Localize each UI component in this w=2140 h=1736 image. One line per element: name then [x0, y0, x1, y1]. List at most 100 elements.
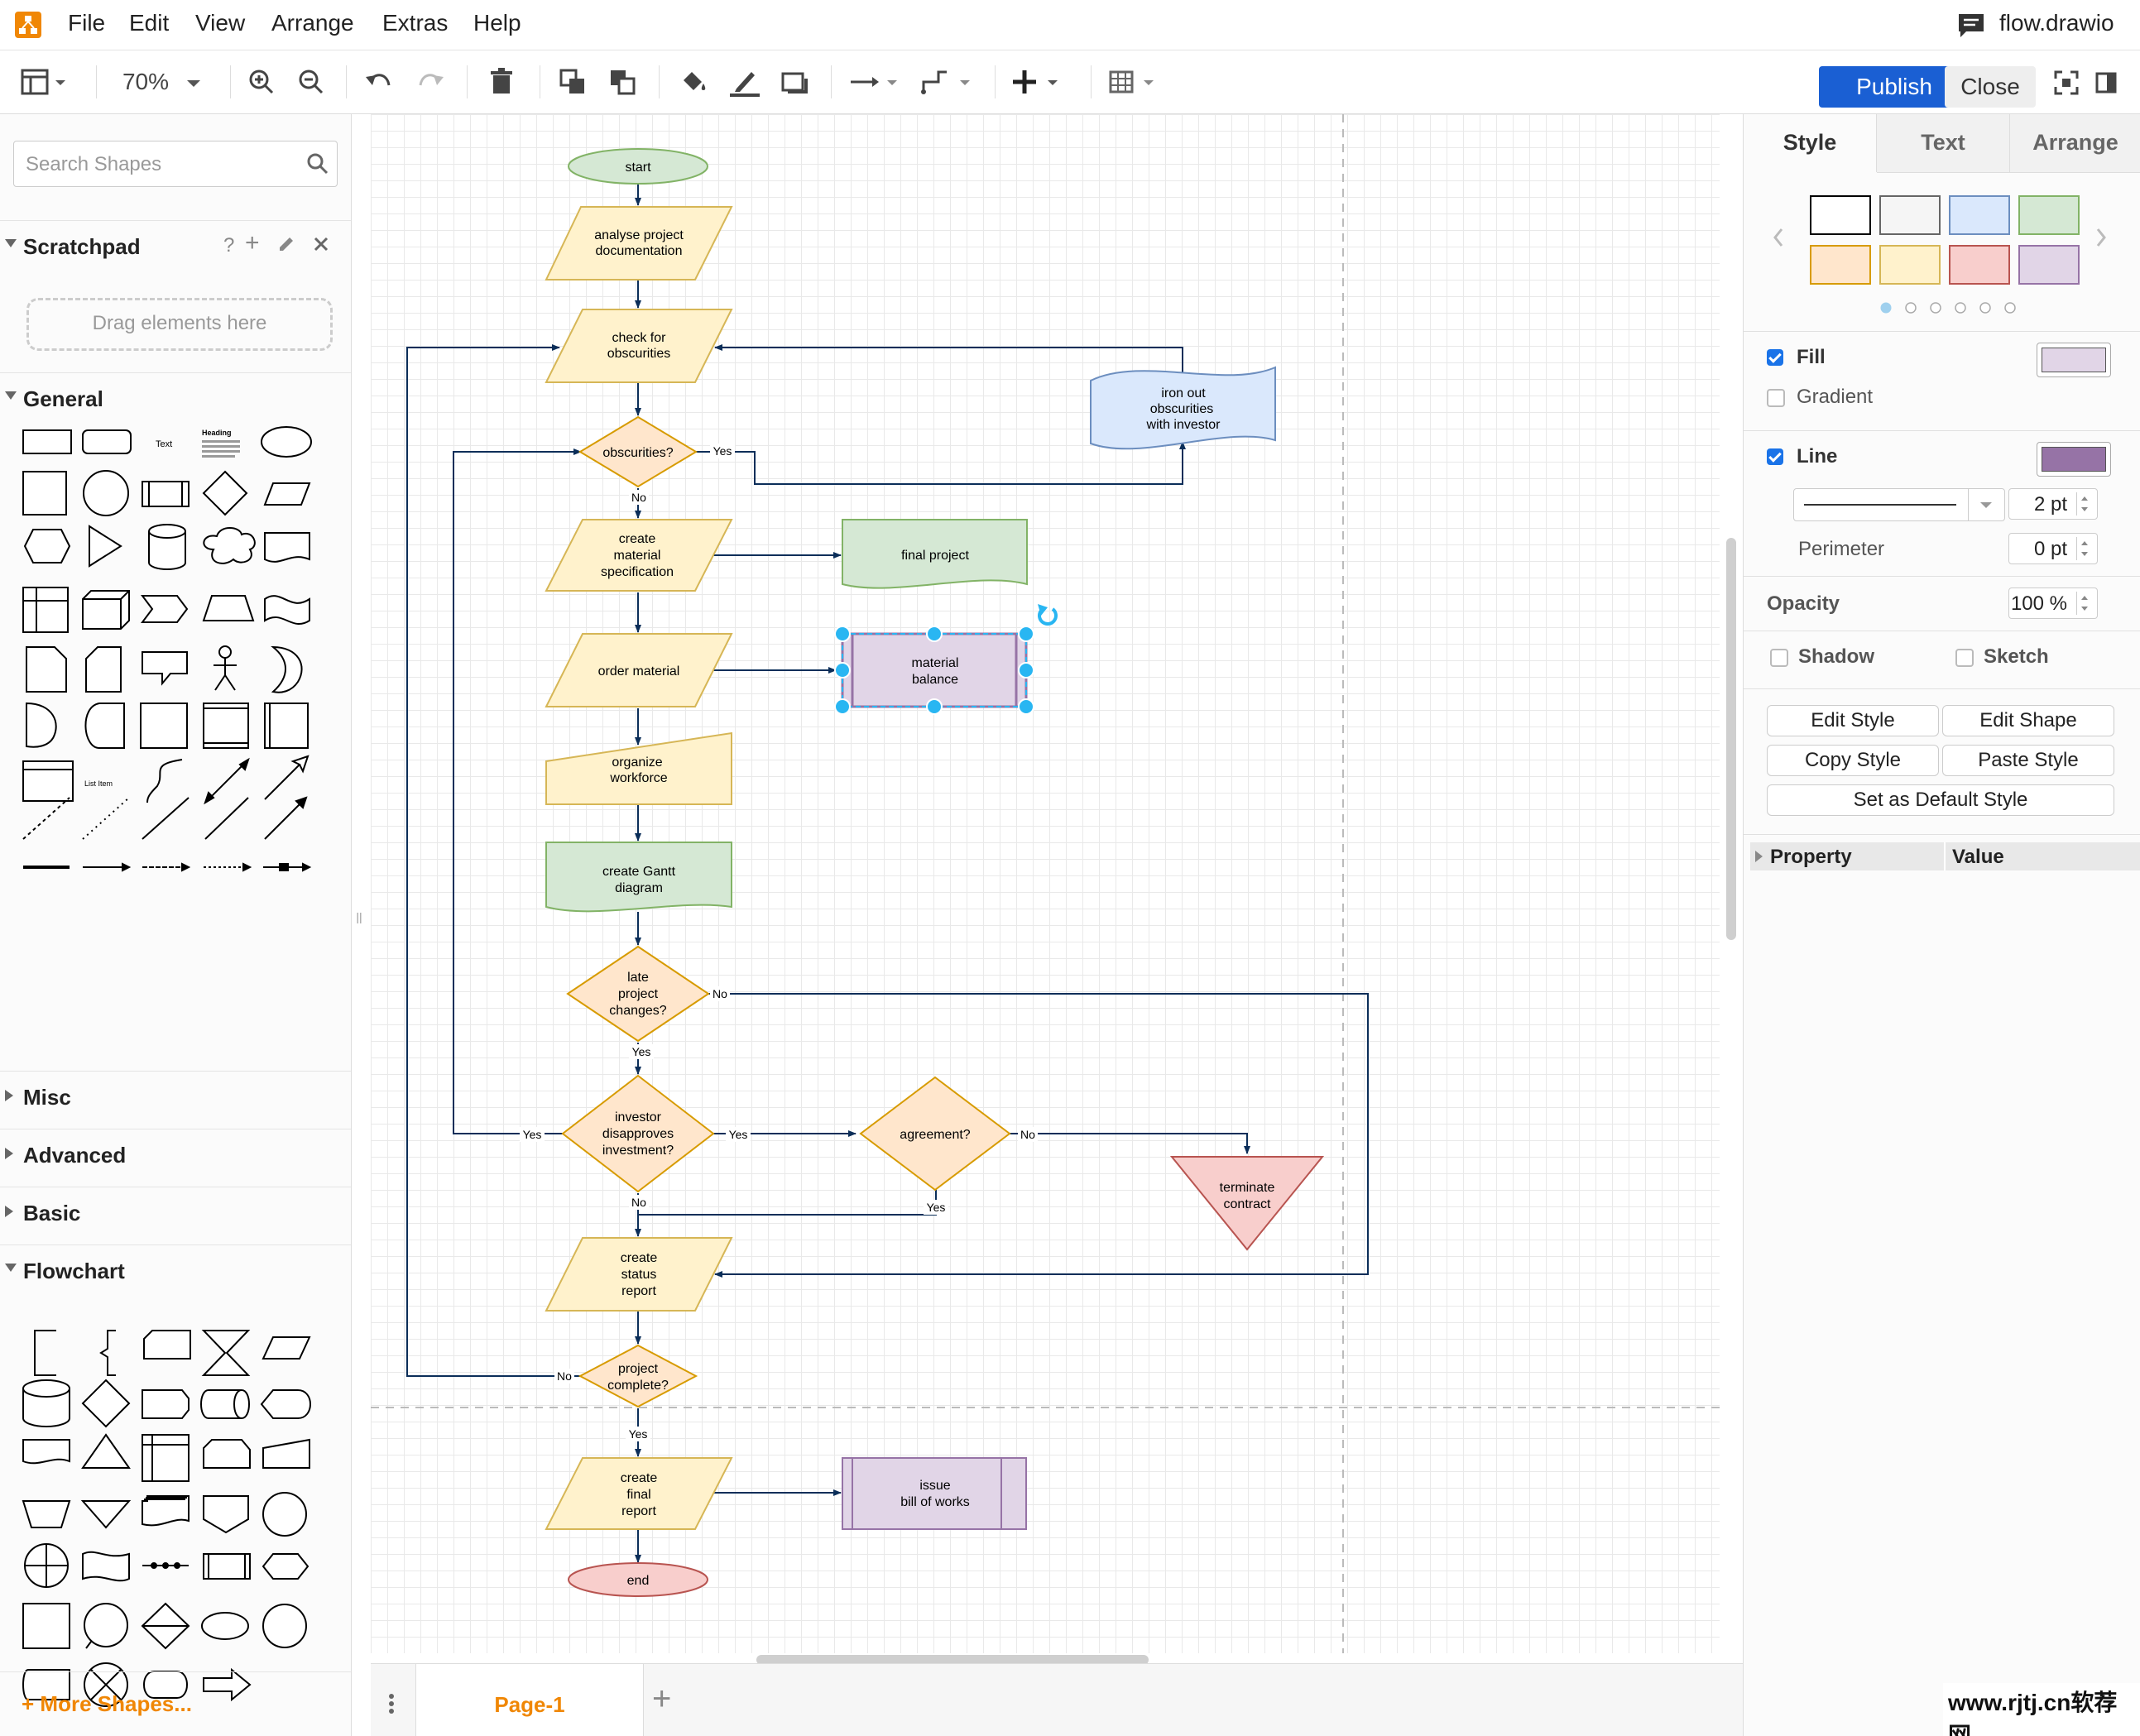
- palette-page-dots[interactable]: [1879, 301, 2028, 319]
- flowchart-shapes-palette[interactable]: [0, 1302, 351, 1708]
- style-swatch[interactable]: [1810, 195, 1871, 235]
- line-checkbox[interactable]: [1767, 448, 1783, 465]
- flowchart-diagram[interactable]: Yes No No Yes Yes Yes No No Yes No Yes s…: [371, 114, 1720, 1653]
- node-iron-out[interactable]: iron out obscurities with investor: [1090, 366, 1276, 450]
- diagram-canvas[interactable]: Yes No No Yes Yes Yes No No Yes No Yes s…: [371, 114, 1720, 1653]
- palette-next-icon[interactable]: [2094, 227, 2108, 252]
- menu-view[interactable]: View: [195, 10, 246, 36]
- scratchpad-close-icon[interactable]: [311, 234, 331, 260]
- delete-icon[interactable]: [485, 65, 518, 106]
- comment-icon[interactable]: [1956, 12, 1986, 44]
- basic-section-header[interactable]: Basic: [0, 1187, 351, 1237]
- node-organize-workforce[interactable]: organize workforce: [545, 731, 732, 805]
- node-material-balance[interactable]: material balance: [841, 632, 1028, 708]
- stepper-icon[interactable]: [2076, 592, 2092, 615]
- edge[interactable]: [714, 344, 1183, 382]
- style-swatch[interactable]: [1879, 245, 1941, 285]
- node-late-changes-decision[interactable]: late project changes?: [566, 945, 710, 1043]
- node-create-status-report[interactable]: create status report: [545, 1237, 733, 1312]
- misc-section-header[interactable]: Misc: [0, 1071, 351, 1121]
- search-shapes-input[interactable]: Search Shapes: [13, 141, 338, 187]
- node-agreement-decision[interactable]: agreement?: [859, 1076, 1011, 1192]
- sketch-checkbox[interactable]: [1955, 649, 1974, 667]
- page-tab-page-1[interactable]: Page-1: [415, 1664, 644, 1736]
- node-analyse-project[interactable]: analyse project documentation: [545, 206, 733, 281]
- opacity-input[interactable]: 100 %: [2008, 587, 2098, 619]
- fill-checkbox[interactable]: [1767, 349, 1783, 366]
- edge[interactable]: [453, 448, 582, 1134]
- palette-prev-icon[interactable]: [1772, 227, 1785, 252]
- node-issue-bill-of-works[interactable]: issue bill of works: [842, 1457, 1027, 1530]
- general-section-header[interactable]: General: [0, 372, 351, 423]
- menu-edit[interactable]: Edit: [129, 10, 170, 36]
- style-swatch[interactable]: [1949, 195, 2010, 235]
- general-shapes-palette[interactable]: Text Heading List Item: [0, 425, 351, 1071]
- shadow-checkbox[interactable]: [1770, 649, 1788, 667]
- rotate-handle-icon[interactable]: [1038, 604, 1058, 626]
- tab-style[interactable]: Style: [1744, 114, 1877, 172]
- add-page-icon[interactable]: +: [652, 1681, 672, 1717]
- node-terminate-contract[interactable]: terminate contract: [1169, 1156, 1325, 1251]
- zoom-in-icon[interactable]: [245, 65, 278, 106]
- flowchart-section-header[interactable]: Flowchart: [0, 1244, 351, 1295]
- stepper-icon[interactable]: [2076, 537, 2092, 560]
- gradient-checkbox[interactable]: [1767, 389, 1785, 407]
- node-investor-decision[interactable]: investor disapproves investment?: [561, 1074, 715, 1193]
- scratchpad-edit-icon[interactable]: [276, 234, 296, 260]
- tab-arrange[interactable]: Arrange: [2010, 114, 2140, 173]
- style-swatch[interactable]: [2018, 245, 2080, 285]
- to-front-icon[interactable]: [556, 65, 589, 106]
- sidebar-resize-handle[interactable]: ||: [356, 910, 362, 923]
- stepper-icon[interactable]: [2076, 492, 2092, 516]
- fullscreen-icon[interactable]: [2052, 69, 2080, 101]
- scratchpad-dropzone[interactable]: Drag elements here: [26, 298, 333, 351]
- node-final-project[interactable]: final project: [842, 519, 1028, 589]
- to-back-icon[interactable]: [606, 65, 639, 106]
- shadow-icon[interactable]: [778, 65, 811, 106]
- advanced-section-header[interactable]: Advanced: [0, 1129, 351, 1179]
- edit-shape-button[interactable]: Edit Shape: [1942, 705, 2114, 736]
- toggle-format-panel-icon[interactable]: [2094, 69, 2118, 101]
- style-swatch[interactable]: [1879, 195, 1941, 235]
- menu-file[interactable]: File: [68, 10, 106, 36]
- perimeter-input[interactable]: 0 pt: [2008, 533, 2098, 564]
- edge[interactable]: [406, 344, 581, 1377]
- line-width-input[interactable]: 2 pt: [2008, 488, 2098, 520]
- edge[interactable]: [1010, 1133, 1250, 1154]
- more-shapes-button[interactable]: + More Shapes...: [22, 1691, 192, 1717]
- node-order-material[interactable]: order material: [545, 633, 733, 707]
- scratchpad-help-icon[interactable]: ?: [223, 234, 235, 257]
- node-check-obscurities[interactable]: check for obscurities: [545, 309, 733, 383]
- node-create-material-spec[interactable]: create material specification: [545, 519, 733, 592]
- pages-menu-icon[interactable]: [387, 1692, 396, 1721]
- zoom-out-icon[interactable]: [295, 65, 328, 106]
- edge[interactable]: [696, 441, 1186, 485]
- edge[interactable]: [708, 993, 1369, 1278]
- node-create-final-report[interactable]: create final report: [545, 1457, 733, 1530]
- line-pattern-select[interactable]: [1793, 488, 2005, 521]
- fill-color-icon[interactable]: [677, 65, 710, 106]
- node-project-complete-decision[interactable]: project complete?: [578, 1344, 698, 1408]
- style-swatch[interactable]: [1810, 245, 1871, 285]
- search-icon[interactable]: [305, 151, 330, 180]
- menu-extras[interactable]: Extras: [382, 10, 449, 36]
- horizontal-scrollbar[interactable]: [756, 1655, 1149, 1665]
- redo-icon[interactable]: [414, 65, 447, 106]
- zoom-level[interactable]: 70%: [122, 69, 170, 94]
- edge[interactable]: [638, 1178, 937, 1216]
- scratchpad-add-icon[interactable]: +: [245, 229, 260, 257]
- fill-color-button[interactable]: [2037, 343, 2111, 377]
- insert-plus-icon[interactable]: [1011, 65, 1071, 106]
- vertical-scrollbar[interactable]: [1726, 538, 1736, 940]
- document-title[interactable]: flow.drawio: [1999, 10, 2114, 36]
- selection-handles[interactable]: [834, 626, 1034, 715]
- zoom-dropdown-icon[interactable]: [184, 65, 204, 106]
- node-start[interactable]: start: [568, 148, 708, 185]
- scratchpad-header[interactable]: Scratchpad ? +: [0, 220, 351, 271]
- set-default-style-button[interactable]: Set as Default Style: [1767, 784, 2114, 816]
- line-color-icon[interactable]: [727, 65, 763, 106]
- paste-style-button[interactable]: Paste Style: [1942, 745, 2114, 776]
- line-color-button[interactable]: [2037, 442, 2111, 477]
- copy-style-button[interactable]: Copy Style: [1767, 745, 1939, 776]
- style-swatch[interactable]: [2018, 195, 2080, 235]
